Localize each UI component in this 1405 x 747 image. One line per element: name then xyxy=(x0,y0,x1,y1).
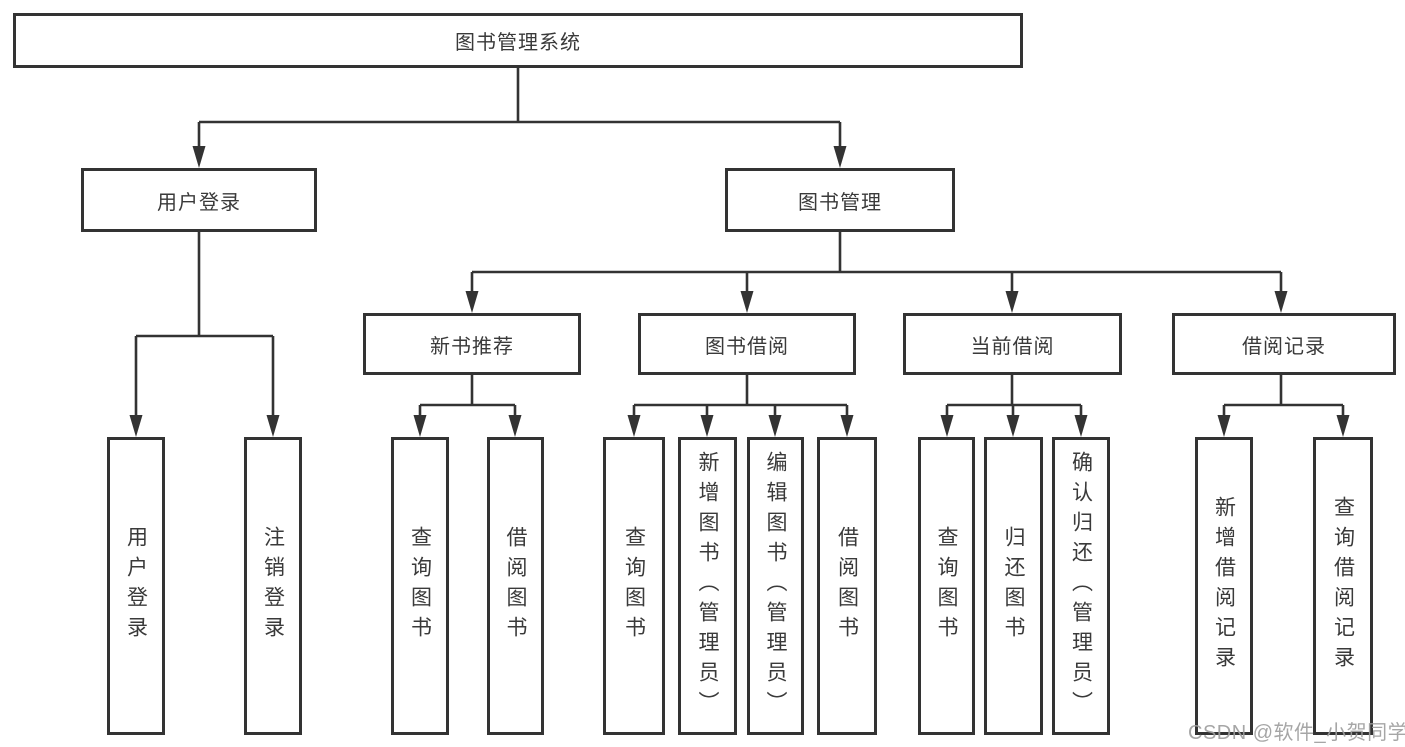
leaf-query-books-recommend: 查询图书 xyxy=(391,437,449,735)
node-label: 查询图书 xyxy=(408,526,432,646)
node-label: 当前借阅 xyxy=(970,335,1055,358)
leaf-return-books: 归还图书 xyxy=(984,437,1043,735)
node-label: 借阅图书 xyxy=(504,526,527,646)
node-new-book-recommend: 新书推荐 xyxy=(363,313,581,375)
leaf-logout: 注销登录 xyxy=(244,437,302,735)
node-label: 查询借阅记录 xyxy=(1331,496,1355,676)
node-label: 归还图书 xyxy=(1002,526,1025,646)
node-label: 图书管理系统 xyxy=(455,32,581,54)
node-label: 借阅图书 xyxy=(835,526,859,646)
node-root-library-system: 图书管理系统 xyxy=(13,13,1023,68)
leaf-borrow-books-recommend: 借阅图书 xyxy=(487,437,544,735)
node-label: 用户登录 xyxy=(124,526,148,646)
node-label: 查询图书 xyxy=(935,526,958,646)
leaf-confirm-return-admin: 确认归还（管理员） xyxy=(1052,437,1110,735)
watermark: CSDN @软件_小贺同学 xyxy=(1188,722,1405,744)
leaf-query-borrow-record: 查询借阅记录 xyxy=(1313,437,1373,735)
leaf-query-books-borrow: 查询图书 xyxy=(603,437,665,735)
leaf-add-borrow-record: 新增借阅记录 xyxy=(1195,437,1253,735)
node-label: 确认归还（管理员） xyxy=(1069,451,1093,721)
leaf-query-books-current: 查询图书 xyxy=(918,437,975,735)
node-book-management: 图书管理 xyxy=(725,168,955,232)
node-label: 借阅记录 xyxy=(1242,335,1326,358)
node-book-borrow: 图书借阅 xyxy=(638,313,856,375)
node-current-borrow: 当前借阅 xyxy=(903,313,1122,375)
node-label: 编辑图书（管理员） xyxy=(764,451,787,721)
node-label: 图书借阅 xyxy=(705,335,789,358)
leaf-borrow-books: 借阅图书 xyxy=(817,437,877,735)
node-user-login: 用户登录 xyxy=(81,168,317,232)
node-label: 图书管理 xyxy=(798,191,882,214)
node-label: 新书推荐 xyxy=(430,335,514,358)
leaf-edit-books-admin: 编辑图书（管理员） xyxy=(747,437,804,735)
node-label: 新增借阅记录 xyxy=(1212,496,1236,676)
node-label: 新增图书（管理员） xyxy=(696,451,719,721)
node-label: 查询图书 xyxy=(622,526,646,646)
node-label: 注销登录 xyxy=(261,526,285,646)
node-borrow-records: 借阅记录 xyxy=(1172,313,1396,375)
leaf-user-login: 用户登录 xyxy=(107,437,165,735)
leaf-add-books-admin: 新增图书（管理员） xyxy=(678,437,737,735)
node-label: 用户登录 xyxy=(157,191,241,214)
